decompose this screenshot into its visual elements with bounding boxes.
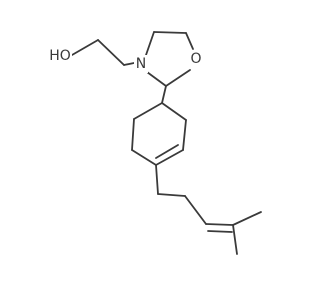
bond-chain-3 bbox=[184, 195, 207, 225]
bond-chain-1 bbox=[155, 164, 159, 195]
bond-methyl-2 bbox=[232, 224, 238, 255]
bond-c2-n bbox=[146, 71, 167, 87]
bond-ho-c1 bbox=[71, 39, 99, 56]
bond-chain-2 bbox=[157, 193, 186, 197]
bond-c4-c5 bbox=[153, 31, 187, 34]
atom-bg-o bbox=[189, 50, 203, 68]
bond-ring-e bbox=[131, 118, 135, 151]
bond-n-c4 bbox=[145, 31, 155, 56]
bond-ring-c bbox=[155, 149, 184, 166]
bond-c1-c2 bbox=[97, 39, 125, 66]
atom-label-ring-oxygen: O bbox=[190, 51, 201, 67]
bond-ring-d bbox=[131, 149, 157, 166]
atom-bg-ho bbox=[48, 46, 72, 64]
bond-ring-b bbox=[182, 119, 187, 151]
bond-c2-ring bbox=[161, 85, 167, 104]
molecule-structure: HO N O bbox=[48, 31, 262, 255]
bond-ring-a bbox=[161, 102, 187, 121]
bond-c2-n bbox=[123, 62, 135, 66]
bond-ring-f bbox=[133, 102, 163, 120]
bond-methyl-1 bbox=[232, 211, 262, 226]
atom-bg-n bbox=[134, 55, 148, 73]
bond-chain-4-double bbox=[207, 230, 233, 233]
bond-ring-c-double bbox=[155, 144, 179, 159]
bond-o-c2 bbox=[165, 69, 191, 87]
bond-chain-4 bbox=[205, 223, 234, 226]
atom-label-nitrogen: N bbox=[136, 56, 146, 72]
bond-c5-o bbox=[185, 32, 194, 50]
structure-canvas: HO N O bbox=[48, 31, 262, 255]
atom-label-hydroxyl: HO bbox=[49, 48, 71, 64]
